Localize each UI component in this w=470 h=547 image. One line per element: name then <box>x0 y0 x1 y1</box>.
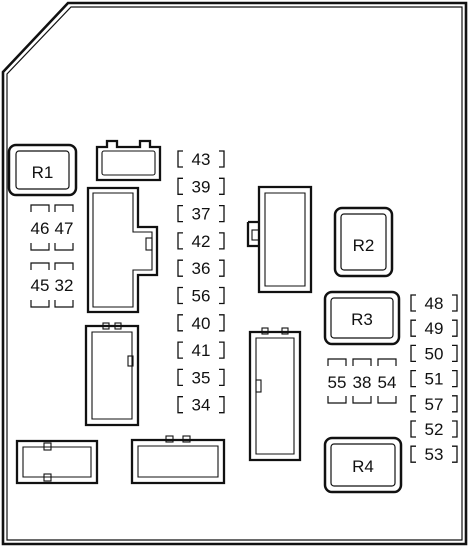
fuse-slot-51: 51 <box>410 370 458 389</box>
connector-center-tall <box>246 185 313 294</box>
relay-r1-label: R1 <box>32 163 54 182</box>
connector-bottom-center <box>130 435 226 485</box>
connector-left-large <box>86 186 159 314</box>
relay-r4: R4 <box>323 436 403 494</box>
fuse-39-label: 39 <box>192 177 211 196</box>
fuse-57-label: 57 <box>425 395 444 414</box>
fuse-55-label: 55 <box>328 373 347 392</box>
fuse-slot-42: 42 <box>177 232 225 251</box>
fuse-42-label: 42 <box>192 232 211 251</box>
fuse-group-right <box>327 358 397 404</box>
relay-r2-label: R2 <box>353 236 375 255</box>
fuse-51-label: 51 <box>425 370 444 389</box>
fuse-slot-39: 39 <box>177 177 225 196</box>
connector-bottom-left <box>15 439 99 485</box>
fuse-slot-56: 56 <box>177 287 225 306</box>
fuse-column-right: 48 49 50 51 57 52 53 <box>410 294 458 464</box>
fuse-slot-37: 37 <box>177 205 225 224</box>
relay-r1: R1 <box>7 143 78 197</box>
fuse-slot-35: 35 <box>177 368 225 387</box>
fuse-54-label: 54 <box>378 373 397 392</box>
fuse-37-label: 37 <box>192 205 211 224</box>
fuse-slot-53: 53 <box>410 445 458 464</box>
fuse-43-label: 43 <box>192 150 211 169</box>
fuse-slot-36: 36 <box>177 259 225 278</box>
fuse-46-label: 46 <box>31 219 50 238</box>
fuse-34-label: 34 <box>192 396 211 415</box>
fuse-slot-40: 40 <box>177 314 225 333</box>
relay-r3-label: R3 <box>351 310 373 329</box>
fuse-38-label: 38 <box>353 373 372 392</box>
fuse-slot-57: 57 <box>410 395 458 414</box>
fuse-column-middle: 43 39 37 42 36 56 40 41 35 34 <box>177 150 225 415</box>
fuse-45-label: 45 <box>31 276 50 295</box>
fuse-53-label: 53 <box>425 445 444 464</box>
fuse-48-label: 48 <box>425 294 444 313</box>
fuse-32-label: 32 <box>55 276 74 295</box>
fuse-slot-50: 50 <box>410 344 458 363</box>
fuse-35-label: 35 <box>192 368 211 387</box>
fuse-slot-34: 34 <box>177 396 225 415</box>
fuse-41-label: 41 <box>192 341 211 360</box>
fuse-56-label: 56 <box>192 287 211 306</box>
fuse-group-left <box>30 204 74 308</box>
fuse-slot-52: 52 <box>410 420 458 439</box>
fuse-49-label: 49 <box>425 319 444 338</box>
connector-mid-left <box>84 322 140 427</box>
fuse-36-label: 36 <box>192 259 211 278</box>
relay-r2: R2 <box>333 206 394 278</box>
fuse-slot-41: 41 <box>177 341 225 360</box>
fuse-52-label: 52 <box>425 420 444 439</box>
fuse-slot-48: 48 <box>410 294 458 313</box>
connector-top-small <box>95 139 162 182</box>
relay-r3: R3 <box>323 290 401 346</box>
fuse-50-label: 50 <box>425 344 444 363</box>
relay-r4-label: R4 <box>352 457 374 476</box>
fuse-40-label: 40 <box>192 314 211 333</box>
connector-right-tall <box>248 327 302 462</box>
fuse-47-label: 47 <box>55 219 74 238</box>
fuse-slot-43: 43 <box>177 150 225 169</box>
fuse-slot-49: 49 <box>410 319 458 338</box>
